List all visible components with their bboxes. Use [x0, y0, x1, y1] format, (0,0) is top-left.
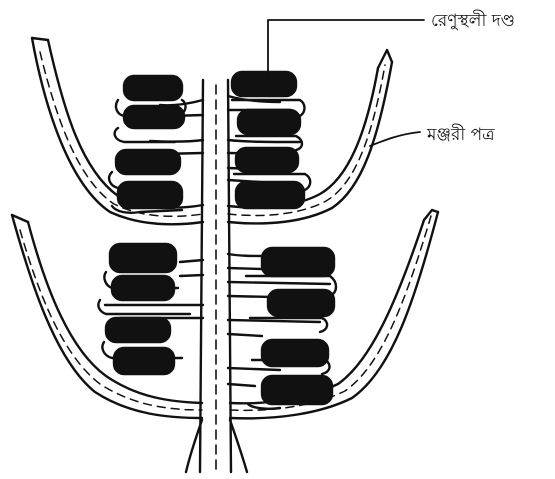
sporangia-lower-right: [246, 248, 336, 409]
sporangia-upper-left: [109, 76, 185, 213]
label-sporangiophore-stalk: রেণুস্থলী দণ্ড: [431, 8, 515, 36]
sporangia-lower-left: [98, 244, 190, 374]
label-bract: মঞ্জরী পত্র: [427, 122, 495, 150]
bract-lower-left: [12, 215, 202, 418]
